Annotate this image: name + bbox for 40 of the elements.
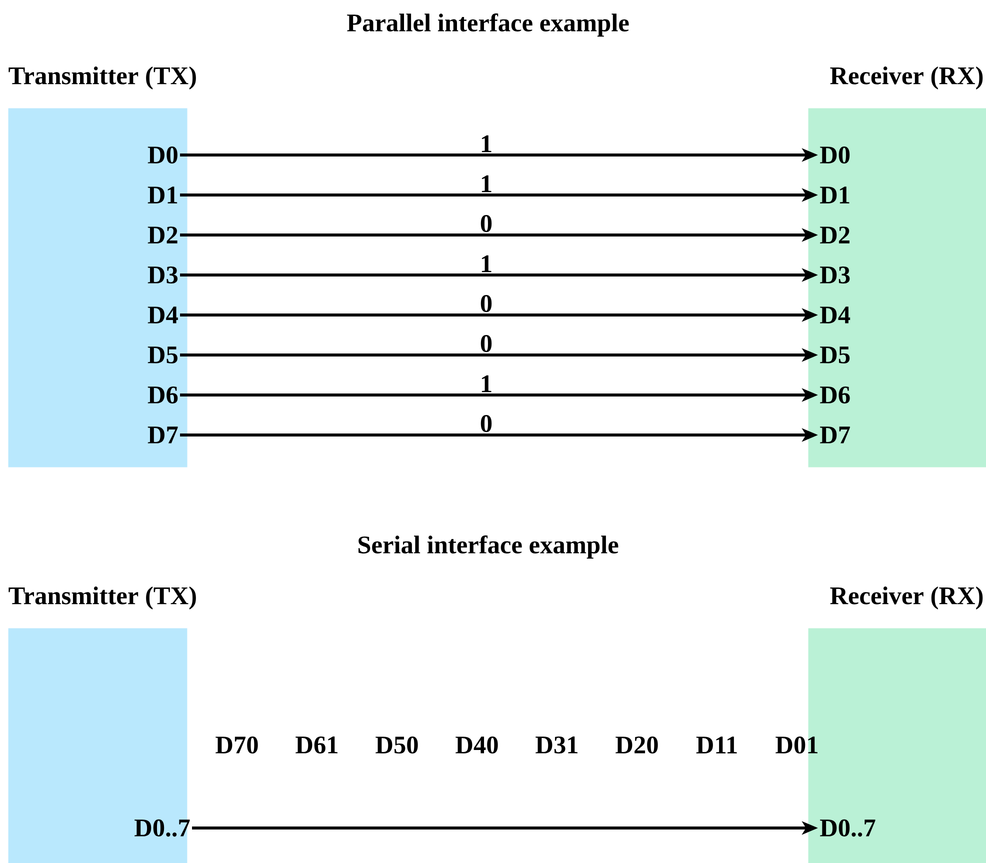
edge-label: 1 [482, 375, 492, 392]
pin-label: D6 [820, 386, 850, 404]
pin-label: D4 [820, 306, 850, 324]
pin-label: D0 [820, 146, 850, 164]
pin-label: D3 [148, 266, 178, 284]
pin-label: D2 [820, 226, 850, 244]
node-label: Receiver (RX) [830, 66, 983, 90]
edge-label: 1 [482, 175, 492, 192]
heading: Serial interface example [358, 535, 618, 559]
bit-label: D50 [376, 736, 418, 754]
pin-label: D5 [148, 346, 178, 364]
bit-label: D11 [696, 736, 737, 754]
pin-label: D0..7 [820, 819, 876, 837]
bit-label: D31 [536, 736, 578, 754]
edge-label: 0 [480, 214, 492, 232]
heading: Parallel interface example [347, 13, 629, 37]
bit-label: D20 [616, 736, 658, 754]
pin-label: D1 [820, 186, 850, 204]
edge-label: 1 [482, 135, 492, 152]
node-label: Transmitter (TX) [8, 586, 196, 610]
node-label: Transmitter (TX) [8, 66, 196, 90]
pin-label: D1 [148, 186, 178, 204]
bit-label: D61 [296, 736, 338, 754]
pin-label: D0 [148, 146, 178, 164]
pin-label: D5 [820, 346, 850, 364]
edge-label: 0 [480, 294, 492, 312]
edge-label: 0 [480, 414, 492, 432]
pin-label: D0..7 [134, 819, 190, 837]
pin-label: D7 [148, 426, 178, 444]
bit-label: D40 [456, 736, 498, 754]
pin-label: D3 [820, 266, 850, 284]
pin-label: D2 [148, 226, 178, 244]
node-label: Receiver (RX) [830, 586, 983, 610]
pin-label: D7 [820, 426, 850, 444]
edge-label: 1 [482, 255, 492, 272]
pin-label: D6 [148, 386, 178, 404]
edge-label: 0 [480, 334, 492, 352]
bit-label: D01 [776, 736, 818, 754]
bit-label: D70 [216, 736, 258, 754]
pin-label: D4 [148, 306, 178, 324]
